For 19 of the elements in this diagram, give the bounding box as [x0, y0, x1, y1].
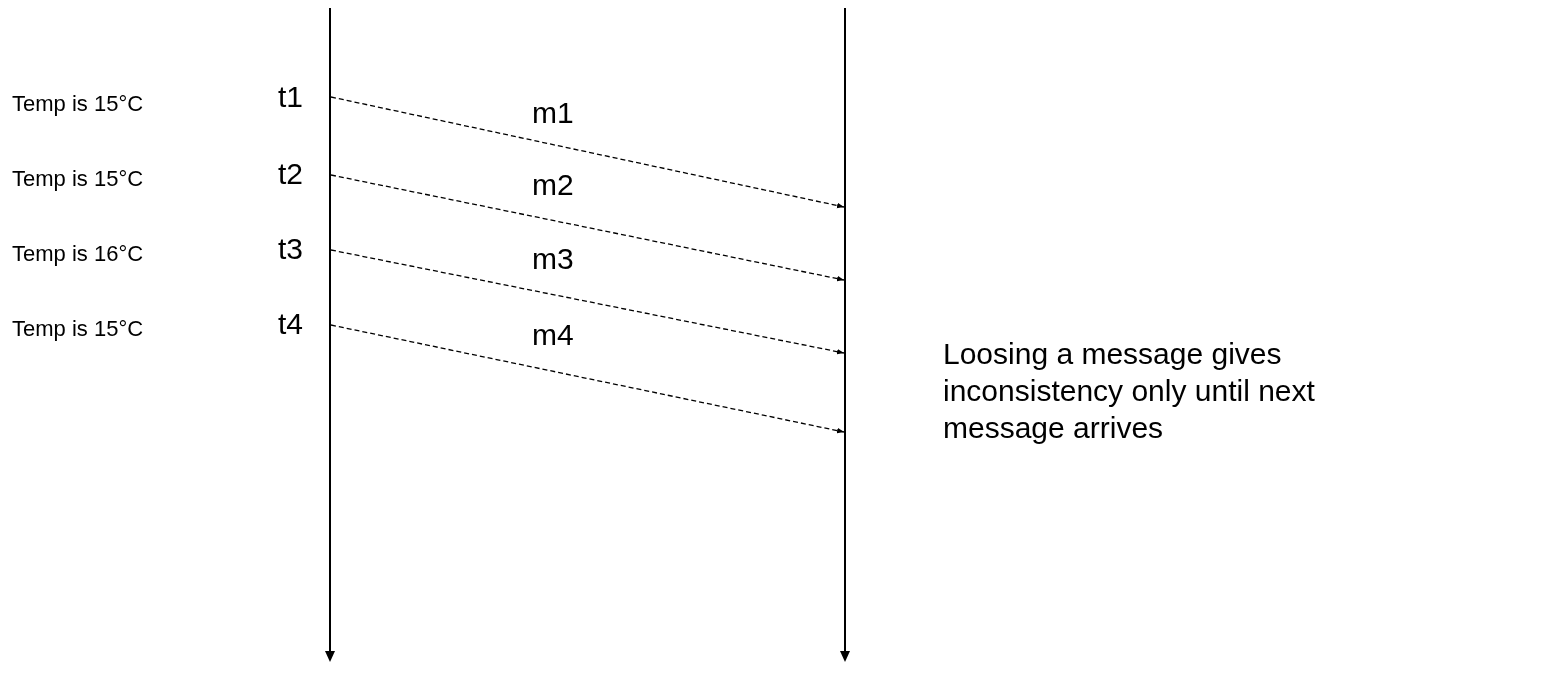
time-label: t1	[278, 80, 304, 114]
time-label: t2	[278, 157, 304, 191]
edge-label: m1	[532, 96, 574, 130]
timeline-arrow	[324, 8, 336, 662]
time-label: t4	[278, 307, 304, 341]
message-arrow	[330, 96, 845, 209]
temperature-label: Temp is 15°C	[12, 91, 144, 117]
temperature-label: Temp is 15°C	[12, 316, 144, 342]
temperature-label: Temp is 15°C	[12, 166, 144, 192]
note-text: Loosing a message gives inconsistency only until next message arrives	[943, 336, 1316, 446]
edge-label: m3	[532, 242, 574, 276]
edge-label: m2	[532, 168, 574, 202]
edge-label: m4	[532, 318, 574, 352]
temperature-label: Temp is 16°C	[12, 241, 144, 267]
message-arrow	[330, 324, 845, 434]
time-label: t3	[278, 232, 304, 266]
timeline-arrow	[839, 8, 851, 662]
message-arrow	[330, 174, 845, 282]
message-arrow	[330, 249, 845, 355]
